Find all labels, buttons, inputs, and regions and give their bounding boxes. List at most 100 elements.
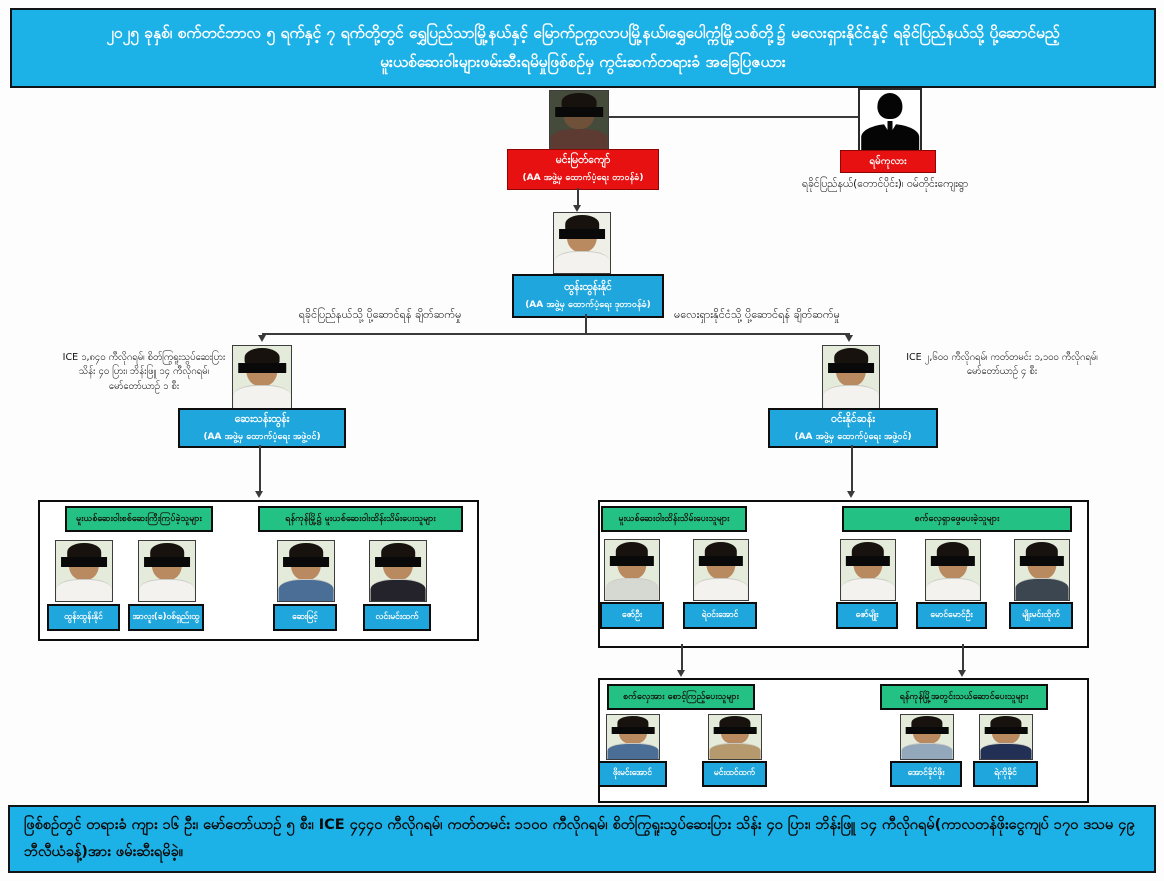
associate-label: ရမ်ကုလား [840,150,936,173]
silhouette-head [877,93,903,120]
member-name-chip: မင်းထင်ထက် [702,761,767,787]
deputy-name: ထွန်းထွန်းနိုင် [564,280,612,293]
portrait-hair [617,716,649,730]
right-box-header-2: စက်လှေရှာဖွေပေးခဲ့သူများ [842,506,1072,532]
member-name-chip: ရဲကိုခိုင် [973,761,1038,787]
member-name-chip: မောင်မောင်ဦး [916,602,987,629]
member-name-chip: အောင်ခိုင်ဖိုး [890,761,962,787]
left-box-header-1: မူးယစ်ဆေးဝါးစစ်ဆေးကြီးကြပ်ခဲ့သူများ [65,506,213,532]
connector-kingpin-deputy [577,188,579,206]
censor-bar [238,362,286,374]
summary-banner: ဖြစ်စဉ်တွင် တရားခံ ကျား ၁၆ ဦး၊ မော်တော်ယ… [8,805,1156,873]
censor-bar [930,556,976,567]
member-photo [606,714,660,760]
right-courier-role: (AA အဖွဲ့မှ ထောက်ပံ့ရေး အဖွဲ့ဝင်) [794,431,912,442]
member-photo [277,540,335,602]
portrait-torso [56,579,112,601]
censor-bar [555,106,603,117]
associate-photo-placeholder [858,88,922,152]
left-courier-role: (AA အဖွဲ့မှ ထောက်ပံ့ရေး အဖွဲ့ဝင်) [203,431,321,442]
associate-name: ရမ်ကုလား [869,156,907,167]
portrait-hair [911,716,943,730]
kingpin-role: (AA အဖွဲ့မှ ထောက်ပံ့ရေး တာဝန်ခံ) [522,173,644,183]
portrait-hair [244,347,280,367]
censor-bar [828,362,874,374]
portrait-hair [150,542,184,561]
arrow-down-icon [958,670,966,677]
censor-bar [611,726,655,735]
member-photo [604,539,660,601]
portrait-torso [370,579,426,601]
connector-kingpin-associate [607,116,858,118]
summary-line-1: ဖြစ်စဉ်တွင် တရားခံ ကျား ၁၆ ဦး၊ မော်တော်ယ… [24,817,1135,834]
split-horizontal-line [262,333,850,335]
member-photo [708,714,762,760]
bottom-box-header-1: စက်လှေအား စောင့်ကြည့်ပေးသူများ [607,684,755,710]
right-courier-label: ဝင်းနိုင်ဆန်း (AA အဖွဲ့မှ ထောက်ပံ့ရေး အဖ… [768,408,938,448]
member-photo [840,539,896,601]
deputy-role: (AA အဖွဲ့မှ ထောက်ပံ့ရေး ဒုတာဝန်ခံ) [525,299,651,310]
portrait-hair [1025,541,1059,560]
member-photo [1014,539,1070,601]
title-line-2: မူးယစ်ဆေးဝါးများဖမ်းဆီးရမိမှုဖြစ်စဉ်မှ က… [380,53,786,72]
arrow-down-icon [258,335,266,342]
left-courier-label: ဆေးသန်းထွန်း (AA အဖွဲ့မှ ထောက်ပံ့ရေး အဖွ… [178,408,346,448]
portrait-torso [709,743,761,759]
censor-bar [144,557,190,568]
summary-line-2: ဘီလီယံခန့်)အား ဖမ်းဆီးရမိခဲ့။ [24,844,184,860]
connector-rightbox-bottombox [962,644,964,672]
portrait-hair [561,92,597,111]
member-photo [900,714,954,760]
kingpin-label: မင်းမြတ်ကျော် (AA အဖွဲ့မှ ထောက်ပံ့ရေး တာ… [507,149,659,190]
censor-bar [984,726,1028,735]
portrait-torso [605,578,659,600]
member-photo [693,539,749,601]
right-courier-photo [822,345,880,409]
connector-rightbox-bottombox [681,644,683,672]
censor-bar [905,726,949,735]
portrait-hair [289,542,323,561]
connector-right-courier-box [851,445,853,492]
portrait-torso [980,743,1032,759]
member-name-chip: ဇော်ဦး [600,602,664,629]
connector-left-courier-box [259,445,261,492]
left-courier-photo [232,345,292,409]
right-branch-label: မလေးရှားနိုင်ငံသို့ ပို့ဆောင်ရန် ချိတ်ဆက… [674,308,840,321]
member-name-chip: ထွန်းထွန်းနိုင် [47,604,120,631]
member-photo [369,540,427,602]
portrait-torso [550,128,608,149]
portrait-torso [841,578,895,600]
censor-bar [698,556,744,567]
censor-bar [61,557,107,568]
member-photo [138,540,196,602]
portrait-torso [607,743,659,759]
member-photo [979,714,1033,760]
censor-bar [609,556,655,567]
censor-bar [845,556,891,567]
right-seizure-note: ICE ၂,၆၀၀ ကီလိုဂရမ်၊ ကတ်တမင်း ၁,၁၀၀ ကီလိ… [882,351,1122,380]
arrow-down-icon [845,335,853,342]
left-seizure-note: ICE ၁,၈၄၀ ကီလိုဂရမ်၊ စိတ်ကြွရူးသွပ်ဆေးပြ… [56,351,232,394]
title-banner: ၂၀၂၅ ခုနှစ်၊ စက်တင်ဘာလ ၅ ရက်နှင့် ၇ ရက်တ… [10,8,1156,88]
right-box-header-1: မူးယစ်ဆေးဝါးထိန်းသိမ်းပေးသူများ [601,506,747,532]
right-courier-name: ဝင်းနိုင်ဆန်း [831,412,875,425]
right-seizure-line2: မော်တော်ယာဉ် ၄ စီး [966,366,1038,378]
deputy-photo [553,212,611,274]
censor-bar [375,557,421,568]
left-branch-label: ရခိုင်ပြည်နယ်သို့ ပို့ဆောင်ရန် ချိတ်ဆက်မ… [298,308,462,321]
portrait-torso [554,251,610,273]
portrait-hair [990,716,1022,730]
portrait-hair [704,541,738,560]
portrait-torso [1015,578,1069,600]
kingpin-photo [549,90,609,150]
left-seizure-line1: ICE ၁,၈၄၀ ကီလိုဂရမ်၊ စိတ်ကြွရူးသွပ်ဆေးပြ… [62,352,226,363]
member-name-chip: ဆေးမြင့် [273,604,337,631]
right-seizure-line1: ICE ၂,၆၀၀ ကီလိုဂရမ်၊ ကတ်တမင်း ၁,၁၀၀ ကီလိ… [906,352,1098,363]
associate-location: ရခိုင်ပြည်နယ်(တောင်ပိုင်း)၊ ဝမ်တိုင်းကျေ… [801,178,969,190]
censor-bar [1019,556,1065,567]
silhouette-tie [887,120,893,136]
member-photo [55,540,113,602]
portrait-hair [719,716,751,730]
member-photo [925,539,981,601]
portrait-torso [926,578,980,600]
